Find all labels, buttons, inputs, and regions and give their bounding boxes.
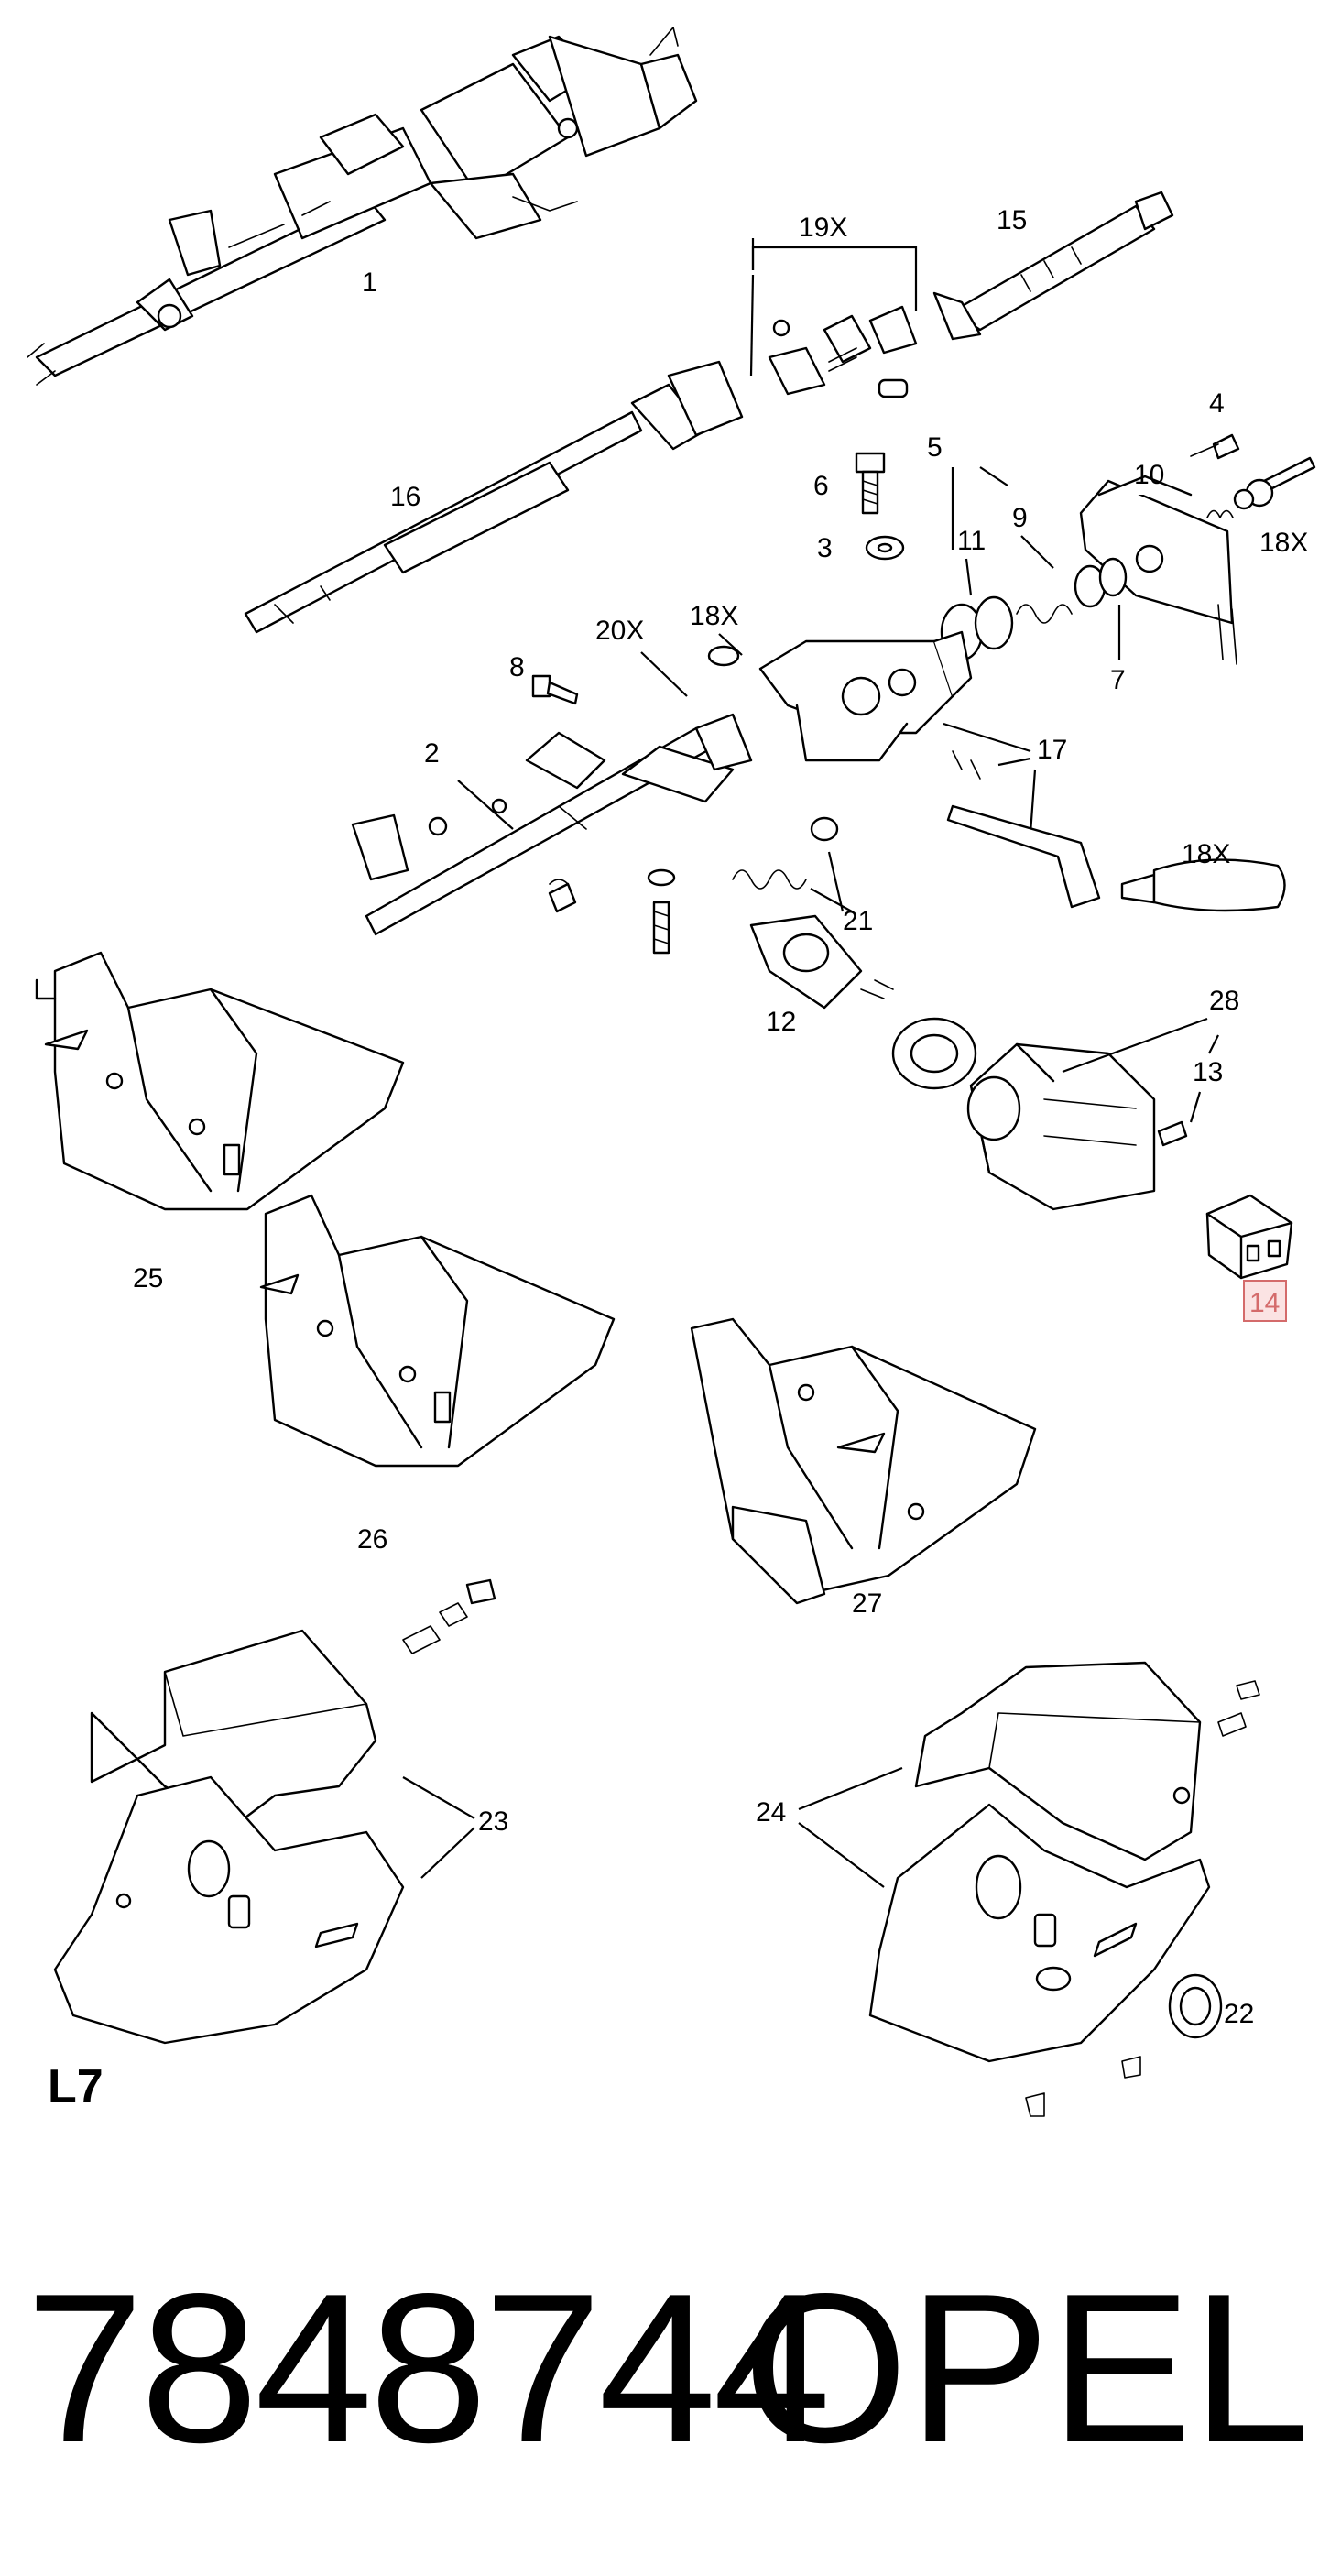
part-26-bracket[interactable] [259,1194,616,1468]
part-23-screws[interactable] [402,1578,496,1654]
callout-24: 24 [756,1797,786,1828]
callout-11: 3 [817,533,833,563]
part-16-intermediate-shaft[interactable] [244,360,744,634]
callout-28: 12 [766,1007,796,1037]
callout-18x-c: 21 [843,906,873,936]
diagram-group-code: L7 [48,2060,104,2113]
callout-14-highlight [1243,1280,1287,1322]
callout-1: 1 [362,267,377,298]
leader-19x [751,246,918,311]
callout-25: 25 [133,1263,163,1293]
callout-18x-b: 18X [690,601,738,631]
part-21-knob[interactable] [1120,858,1286,912]
part-lock-body-center[interactable] [758,630,973,762]
part-23-lower-shroud[interactable] [53,1775,405,2045]
part-24-upper-shroud[interactable] [914,1661,1202,1861]
callout-12: 28 [1209,986,1239,1016]
callout-18x-a: 5 [927,432,943,463]
part-15-upper-shaft[interactable] [932,191,1174,341]
part-14-switch-module[interactable] [1205,1194,1293,1280]
callout-22: 22 [1224,1999,1254,2029]
part-24-lower-shroud[interactable] [868,1803,1211,2063]
part-19x-joint-kit[interactable] [768,305,918,398]
callout-19x: 19X [799,213,847,243]
part-28-lock-cylinder[interactable] [749,914,977,1090]
callout-21: 18X [1182,839,1230,869]
part-2-lever[interactable] [946,750,1101,909]
part-18x-spring[interactable] [732,816,839,890]
callout-3: 18X [1259,528,1308,558]
callout-23: 23 [478,1806,508,1837]
part-24-screws[interactable] [1025,1680,1260,2117]
part-18x-pin[interactable] [707,645,740,667]
callout-27: 27 [852,1588,882,1619]
part-23-upper-shroud[interactable] [90,1629,377,1825]
callout-10: 6 [813,471,829,501]
callout-4: 4 [1209,388,1225,419]
callout-13: 13 [1193,1057,1223,1087]
part-25-bracket[interactable] [35,951,405,1211]
callout-20x: 20X [595,616,644,646]
callout-8: 8 [509,652,525,682]
part-17-lower-column[interactable] [351,713,753,936]
part-12-ignition-switch[interactable] [966,1042,1188,1211]
callout-16: 16 [390,482,420,512]
brand-name: OPEL [743,2250,1310,2487]
part-11-washer[interactable] [865,535,905,561]
callout-7: 7 [1110,665,1126,695]
part-10-bolt[interactable] [855,452,886,515]
part-1-steering-column[interactable] [27,27,698,386]
part-22-grommet[interactable] [1168,1973,1223,2039]
callout-15: 15 [997,205,1027,235]
part-27-bracket[interactable] [690,1317,1037,1605]
callout-14: 14 [1249,1288,1280,1318]
callout-26: 26 [357,1524,387,1555]
part-fasteners-17[interactable] [548,868,676,955]
callout-5: 10 [1134,460,1164,490]
callout-17: 2 [424,738,440,769]
part-number: 7848744 [26,2250,831,2487]
part-4-bolt[interactable] [1190,433,1240,460]
part-3-spring-kit[interactable] [1206,456,1316,518]
part-8-bolt[interactable] [531,674,579,705]
callout-9: 11 [957,526,986,556]
callout-2: 17 [1037,735,1067,765]
callout-6: 9 [1012,503,1028,533]
part-5-lock-housing[interactable] [1079,475,1237,665]
